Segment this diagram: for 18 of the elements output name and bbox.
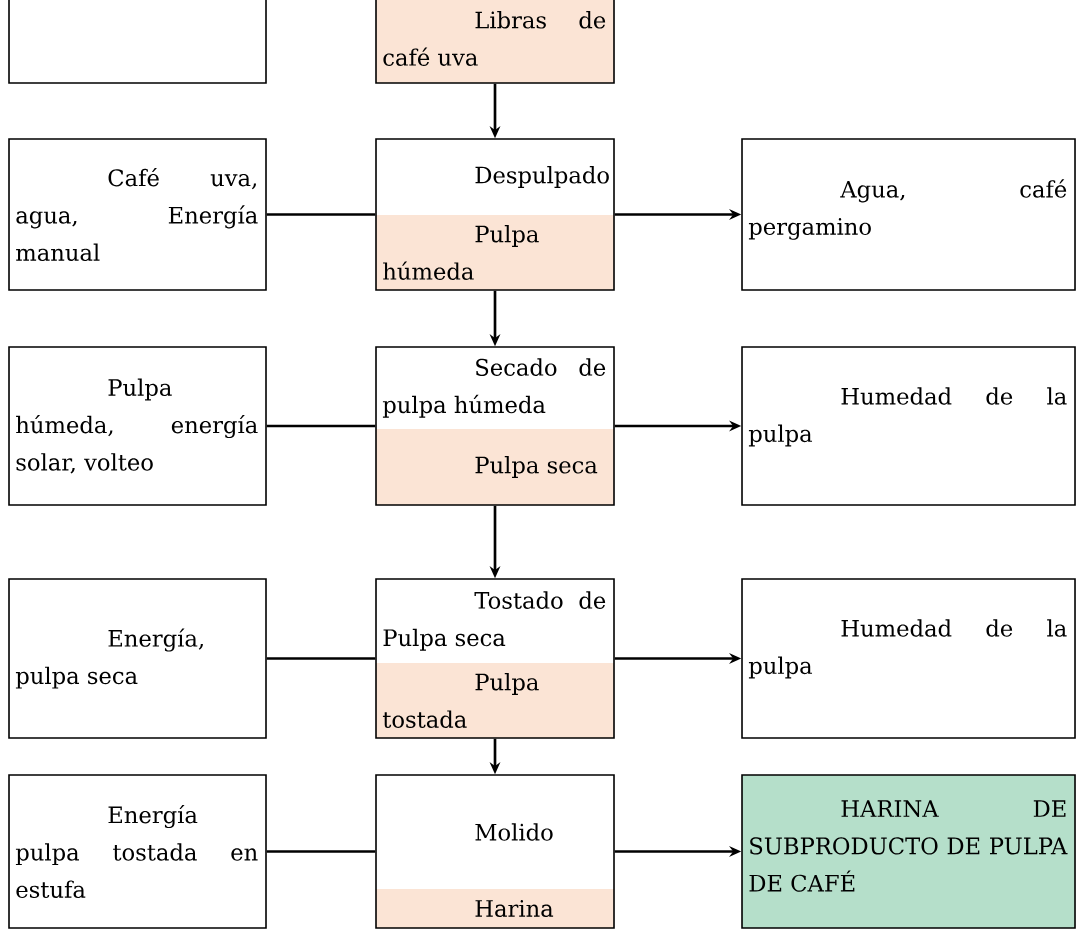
connector-line xyxy=(266,424,376,428)
process-box: Libras de café uva xyxy=(375,0,615,84)
connector-line xyxy=(266,213,376,216)
empty-box xyxy=(8,0,267,84)
input-box: Pulpa húmeda, energía solar, volteo xyxy=(8,346,267,506)
input-box: Energía, pulpa seca xyxy=(8,578,267,739)
process-box: Secado de pulpa húmeda Pulpa seca xyxy=(375,346,615,506)
process-box: Molido Harina xyxy=(375,774,615,929)
connector-line xyxy=(266,657,376,660)
product-box: HARINA DE SUBPRODUCTO DE PULPA DE CAFÉ xyxy=(741,774,1076,929)
output-box: Agua, café pergamino xyxy=(741,138,1076,291)
process-box: Despulpado Pulpa húmeda xyxy=(375,138,615,291)
input-box: Café uva, agua, Energía manual xyxy=(8,138,267,291)
process-box: Tostado de Pulpa seca Pulpa tostada xyxy=(375,578,615,739)
input-box: Energía pulpa tostada en estufa xyxy=(8,774,267,929)
output-box: Humedad de la pulpa xyxy=(741,346,1076,506)
connector-line xyxy=(266,850,376,853)
output-box: Humedad de la pulpa xyxy=(741,578,1076,739)
